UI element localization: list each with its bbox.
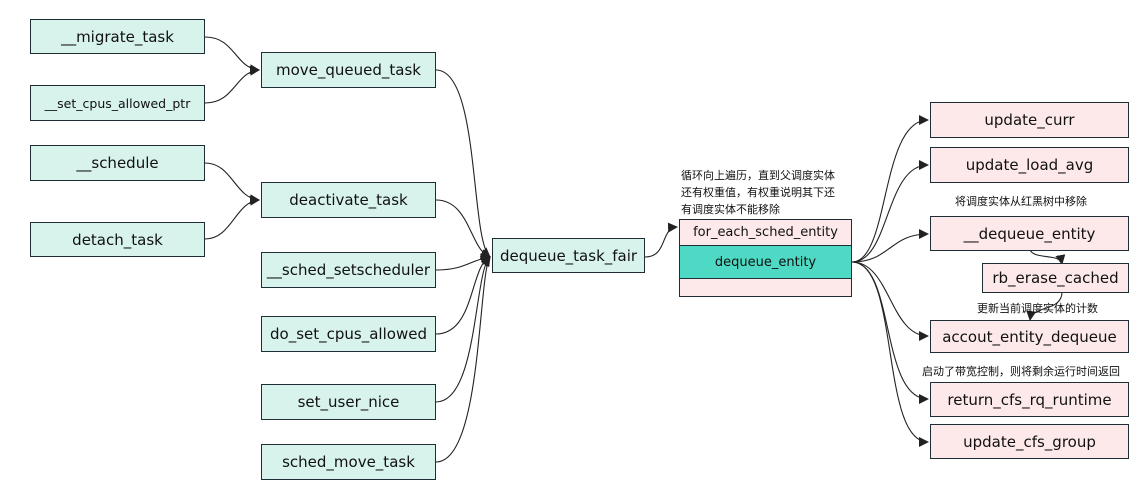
node-for-each-sched-entity[interactable]: for_each_sched_entity bbox=[693, 225, 838, 240]
edge-entity-accout bbox=[851, 261, 929, 341]
remove-rbtree-note: 将调度实体从红黑树中移除 bbox=[955, 195, 1087, 208]
edge-dosetcpus-dequeue bbox=[435, 255, 491, 335]
node-set-cpus-allowed-ptr[interactable]: __set_cpus_allowed_ptr bbox=[30, 85, 205, 121]
node-set-user-nice[interactable]: set_user_nice bbox=[261, 384, 436, 420]
update-count-note: 更新当前调度实体的计数 bbox=[977, 302, 1098, 315]
loop-note-line1: 循环向上遍历，直到父调度实体 bbox=[681, 169, 835, 182]
node-do-set-cpus-allowed[interactable]: do_set_cpus_allowed bbox=[261, 316, 436, 352]
edge-entity-dequeue bbox=[851, 229, 929, 263]
edge-deactivate-dequeue bbox=[435, 199, 491, 259]
bandwidth-note: 启动了带宽控制，则将剩余运行时间返回 bbox=[922, 365, 1120, 378]
edge-movetask-dequeue bbox=[435, 256, 491, 463]
edge-schedule-deactivate bbox=[204, 162, 260, 205]
loop-note-line3: 有调度实体不能移除 bbox=[681, 203, 780, 216]
loop-note-line2: 还有权重值，有权重说明其下还 bbox=[681, 186, 835, 199]
node-schedule[interactable]: __schedule bbox=[30, 145, 205, 181]
edge-nice-dequeue bbox=[435, 256, 491, 403]
edge-dequeue-foreach bbox=[644, 222, 678, 258]
node-deactivate-task[interactable]: deactivate_task bbox=[261, 182, 436, 218]
node-update-load-avg[interactable]: update_load_avg bbox=[930, 147, 1129, 183]
for-each-group: for_each_sched_entity dequeue_entity bbox=[679, 219, 852, 297]
edge-setcpus-move bbox=[204, 65, 260, 104]
edge-rberase-accout bbox=[1026, 291, 1063, 321]
node-dequeue-entity-inner[interactable]: __dequeue_entity bbox=[930, 216, 1129, 251]
edge-move-dequeue bbox=[435, 69, 491, 258]
edge-entity-loadavg bbox=[851, 160, 929, 263]
node-update-cfs-group[interactable]: update_cfs_group bbox=[930, 424, 1129, 459]
node-move-queued-task[interactable]: move_queued_task bbox=[261, 52, 436, 88]
node-accout-entity-dequeue[interactable]: accout_entity_dequeue bbox=[930, 320, 1129, 353]
node-sched-move-task[interactable]: sched_move_task bbox=[261, 444, 436, 480]
node-return-cfs-rq-runtime[interactable]: return_cfs_rq_runtime bbox=[930, 382, 1129, 417]
node-dequeue-entity[interactable]: dequeue_entity bbox=[680, 245, 851, 279]
loop-note: 循环向上遍历，直到父调度实体 还有权重值，有权重说明其下还 有调度实体不能移除 bbox=[681, 167, 835, 218]
edge-entity-return bbox=[851, 261, 929, 404]
edge-dequeue-rberase bbox=[1029, 249, 1066, 265]
node-detach-task[interactable]: detach_task bbox=[30, 222, 205, 257]
edge-entity-updatecurr bbox=[851, 115, 929, 263]
edge-entity-cfsgroup bbox=[851, 261, 929, 447]
edge-detach-deactivate bbox=[204, 195, 260, 240]
node-sched-setscheduler[interactable]: __sched_setscheduler bbox=[261, 252, 436, 288]
node-update-curr[interactable]: update_curr bbox=[930, 102, 1129, 138]
edge-setscheduler-dequeue bbox=[435, 253, 491, 271]
node-migrate-task[interactable]: __migrate_task bbox=[30, 19, 205, 54]
node-dequeue-task-fair[interactable]: dequeue_task_fair bbox=[492, 238, 645, 273]
edge-migrate-move bbox=[204, 36, 260, 75]
node-rb-erase-cached[interactable]: rb_erase_cached bbox=[982, 263, 1129, 293]
